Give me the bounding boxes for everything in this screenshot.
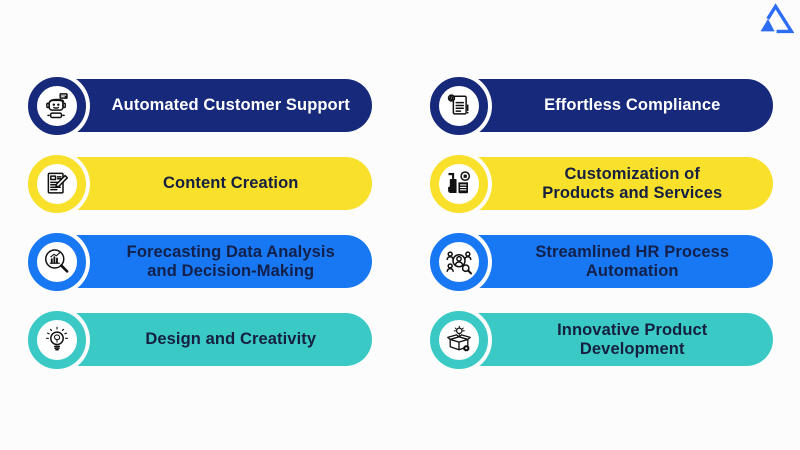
feature-item-effortless-compliance: Effortless Compliance [429,76,773,135]
feature-icon-badge [429,154,488,213]
hr-team-search-icon [445,250,472,274]
feature-pill: Forecasting Data Analysis and Decision-M… [38,235,372,288]
feature-pill: Streamlined HR Process Automation [439,235,773,288]
feature-icon-badge [28,232,86,291]
compliance-document-gear-icon [447,93,469,115]
feature-label-line: Automation [585,261,679,280]
feature-item-streamlined-hr-automation: Streamlined HR Process Automation [429,232,773,291]
feature-pill: Automated Customer Support [38,79,372,132]
magnifier-bar-chart-icon [45,248,69,273]
feature-pill: Effortless Compliance [439,79,773,132]
feature-pill: Content Creation [38,157,372,210]
feature-pill: Design and Creativity [38,313,372,366]
feature-item-innovative-product-development: Innovative Product Development [429,310,773,369]
feature-icon-badge [28,76,86,135]
feature-label-line: Products and Services [542,183,723,202]
feature-icon-badge [28,154,86,213]
feature-item-customization-products-services: Customization of Products and Services [429,154,773,213]
feature-label: Content Creation [163,174,298,193]
feature-icon-badge [28,310,86,369]
feature-label-line: Design and Creativity [145,330,317,348]
mountain-logo [760,3,794,34]
robot-support-icon [46,92,68,118]
feature-label-line: Effortless Compliance [544,96,721,114]
feature-label: Streamlined HR Process Automation [535,243,729,281]
feature-icon-badge [429,232,488,291]
feature-label: Automated Customer Support [112,96,350,115]
feature-label: Forecasting Data Analysis and Decision-M… [127,243,335,281]
feature-item-forecasting-data-analysis: Forecasting Data Analysis and Decision-M… [28,232,372,291]
feature-label-line: Forecasting Data Analysis [126,242,335,261]
feature-label-line: Automated Customer Support [111,96,350,114]
feature-label-line: and Decision-Making [147,261,315,280]
feature-label: Effortless Compliance [544,96,720,115]
feature-item-content-creation: Content Creation [28,154,372,213]
document-pencil-icon [47,172,69,194]
feature-pill: Innovative Product Development [439,313,773,366]
feature-label-line: Customization of [564,164,700,183]
feature-label-line: Development [579,339,685,358]
product-box-gear-icon [446,325,471,351]
feature-label: Design and Creativity [145,330,316,349]
feature-item-design-creativity: Design and Creativity [28,310,372,369]
feature-label-line: Innovative Product [557,320,708,339]
feature-label: Customization of Products and Services [542,165,722,203]
customization-products-icon [447,170,470,193]
feature-item-automated-customer-support: Automated Customer Support [28,76,372,135]
feature-label: Innovative Product Development [557,321,707,359]
feature-grid: Automated Customer Support [28,76,773,369]
feature-pill: Customization of Products and Services [439,157,773,210]
feature-icon-badge [429,76,488,135]
feature-icon-badge [429,310,488,369]
lightbulb-creativity-icon [46,326,68,350]
feature-label-line: Content Creation [163,174,299,192]
feature-label-line: Streamlined HR Process [535,242,730,261]
